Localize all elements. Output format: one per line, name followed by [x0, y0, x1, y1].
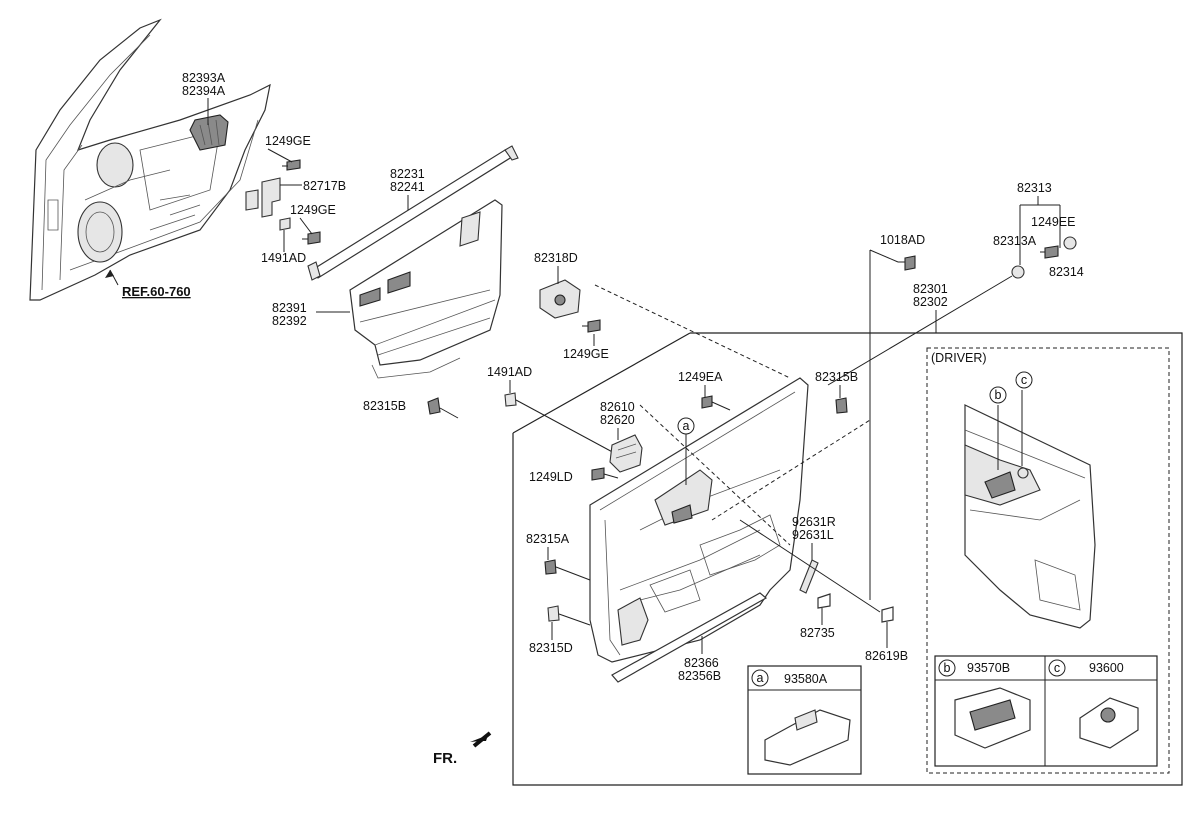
inset-b-marker: b: [938, 659, 956, 677]
label-82735: 82735: [800, 626, 835, 640]
label-82366: 82366: [684, 656, 719, 670]
garnish-82366: [611, 592, 768, 683]
label-ref-60-760: REF.60-760: [122, 284, 191, 299]
screw-1018AD: [898, 255, 916, 271]
label-82610: 82610: [600, 400, 635, 414]
label-82393A: 82393A: [182, 71, 226, 85]
label-1249EA: 1249EA: [678, 370, 723, 384]
label-93570B: 93570B: [967, 661, 1010, 675]
arrow-front-left-icon: [470, 731, 492, 748]
handle-82610: [609, 434, 643, 473]
label-93580A: 93580A: [784, 672, 828, 686]
label-82392: 82392: [272, 314, 307, 328]
label-82302: 82302: [913, 295, 948, 309]
label-82315B-b: 82315B: [815, 370, 858, 384]
clip-82315B-b: [835, 397, 848, 414]
label-82314: 82314: [1049, 265, 1084, 279]
inset-c-marker: c: [1048, 659, 1066, 677]
speaker-cover-82393A: [189, 114, 229, 151]
door-trim-insert-82391: [349, 199, 503, 379]
screw-1249GE-a: [282, 159, 301, 171]
screw-1249GE-c: [582, 319, 601, 333]
label-1491AD-a: 1491AD: [261, 251, 306, 265]
bracket-82717B: [245, 177, 281, 218]
cap-82619B: [881, 606, 894, 623]
label-1249LD: 1249LD: [529, 470, 573, 484]
inset-a-marker: a: [751, 669, 769, 687]
label-82301: 82301: [913, 282, 948, 296]
label-1249GE-b: 1249GE: [290, 203, 336, 217]
cap-82735: [817, 593, 831, 609]
label-82313A: 82313A: [993, 234, 1037, 248]
weatherstrip-82231: [307, 145, 519, 281]
label-1491AD-b: 1491AD: [487, 365, 532, 379]
cap-82314: [1063, 236, 1077, 250]
svg-text:a: a: [683, 419, 690, 433]
callout-c-marker: c: [1015, 371, 1033, 389]
label-1249GE-a: 1249GE: [265, 134, 311, 148]
label-82315A: 82315A: [526, 532, 570, 546]
label-driver: (DRIVER): [931, 351, 987, 365]
door-frame-drawing: [29, 18, 271, 301]
callout-a-marker: a: [677, 417, 695, 485]
label-82619B: 82619B: [865, 649, 908, 663]
fastener-82315B-a: [427, 397, 459, 419]
svg-text:b: b: [995, 388, 1002, 402]
switch-93600-drawing: [1079, 697, 1139, 749]
nut-82313A: [1011, 265, 1025, 279]
bracket-82318D: [539, 279, 581, 319]
switch-93580A-drawing: [764, 709, 851, 766]
main-assembly-box: [512, 332, 1183, 786]
label-82620: 82620: [600, 413, 635, 427]
svg-text:c: c: [1021, 373, 1027, 387]
inset-box-a: [747, 665, 862, 775]
label-82356B: 82356B: [678, 669, 721, 683]
label-1249GE-c: 1249GE: [563, 347, 609, 361]
label-82318D: 82318D: [534, 251, 578, 265]
label-82717B: 82717B: [303, 179, 346, 193]
screw-1249GE-b: [302, 231, 321, 245]
label-82315D: 82315D: [529, 641, 573, 655]
label-1018AD: 1018AD: [880, 233, 925, 247]
inset-box-bc: [934, 655, 1158, 767]
svg-text:c: c: [1054, 661, 1060, 675]
label-93600: 93600: [1089, 661, 1124, 675]
screw-1249EE: [1040, 245, 1059, 259]
label-1249EE: 1249EE: [1031, 215, 1075, 229]
driver-panel-drawing: [964, 390, 1096, 629]
callout-b-marker: b: [989, 386, 1007, 404]
clip-1491AD-a: [279, 217, 291, 231]
clip-1491AD-b: [504, 392, 619, 456]
svg-text:b: b: [944, 661, 951, 675]
label-82391: 82391: [272, 301, 307, 315]
driver-detail-box: [926, 347, 1170, 774]
label-82313: 82313: [1017, 181, 1052, 195]
door-trim-panel-82301: [589, 377, 809, 663]
clip-82315D: [547, 605, 591, 626]
label-92631L: 92631L: [792, 528, 834, 542]
clip-82315A: [544, 559, 591, 581]
label-92631R: 92631R: [792, 515, 836, 529]
screw-1249EA: [701, 395, 731, 411]
svg-text:a: a: [757, 671, 764, 685]
label-82241: 82241: [390, 180, 425, 194]
switch-93570B-drawing: [954, 687, 1031, 749]
label-82231: 82231: [390, 167, 425, 181]
screw-1249LD: [591, 467, 619, 481]
label-82394A: 82394A: [182, 84, 226, 98]
label-fr: FR.: [433, 750, 457, 767]
label-82315B-a: 82315B: [363, 399, 406, 413]
